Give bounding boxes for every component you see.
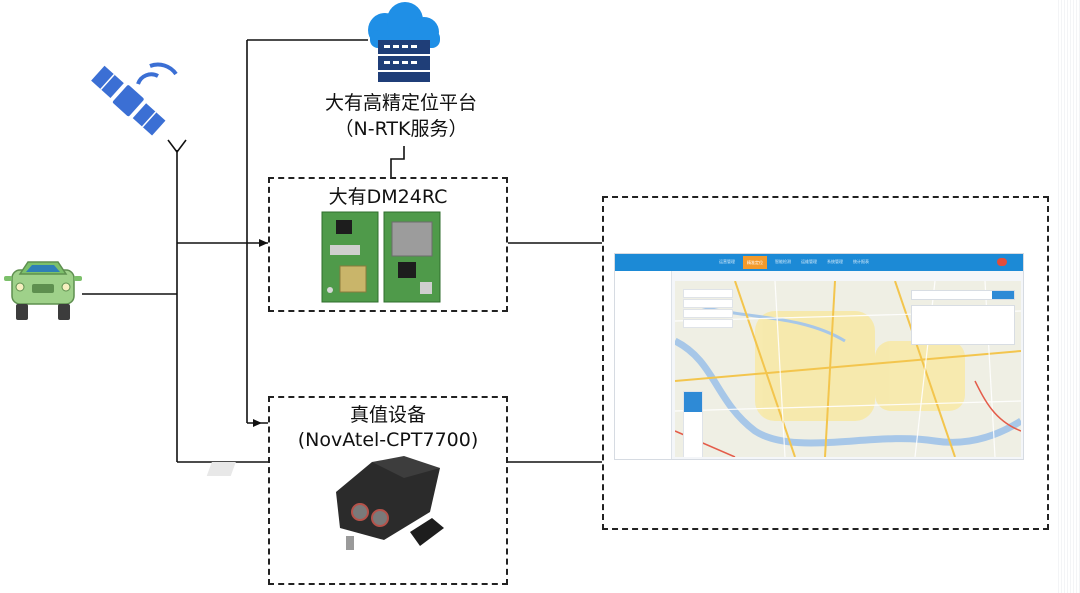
screenshot-top-bar: 运营管理 精准定位 智能检测 运维管理 系统管理 统计报表 [615,254,1023,271]
platform-screen-box [602,196,1049,530]
map-filter-panel [683,319,733,328]
dm24rc-title: 大有DM24RC [328,186,448,208]
truth-device-box [268,396,508,585]
screenshot-nav-item: 运营管理 [719,259,735,264]
cloud-platform-name: 大有高精定位平台 [324,92,477,114]
map-toolbar [683,391,703,457]
map-search-button [992,291,1014,299]
truth-device-name: 真值设备 [349,404,426,426]
screenshot-nav-item: 运维管理 [801,259,817,264]
cloud-platform-service: （N-RTK服务） [334,118,468,140]
map-filter-panel [683,299,733,308]
truth-device-model: (NovAtel-CPT7700) [297,429,479,451]
dm24rc-box [268,177,508,312]
screenshot-sidebar [615,271,672,459]
map-time-panel [911,305,1015,345]
map-icon [675,281,1021,457]
map-filter-panel [683,309,733,318]
screenshot-nav-item: 智能检测 [775,259,791,264]
screenshot-nav-item: 系统管理 [827,259,843,264]
map-filter-panel [683,289,733,298]
map-search-input [911,290,1015,300]
screenshot-nav-item-active: 精准定位 [743,256,767,269]
map-tool-button [684,392,702,412]
platform-screenshot: 运营管理 精准定位 智能检测 运维管理 系统管理 统计报表 [614,253,1024,460]
screenshot-avatar [997,258,1007,266]
map-tool-button [684,414,702,434]
map-tool-button [684,436,702,456]
right-edge-stripe [1058,0,1080,593]
screenshot-nav-item: 统计报表 [853,259,869,264]
